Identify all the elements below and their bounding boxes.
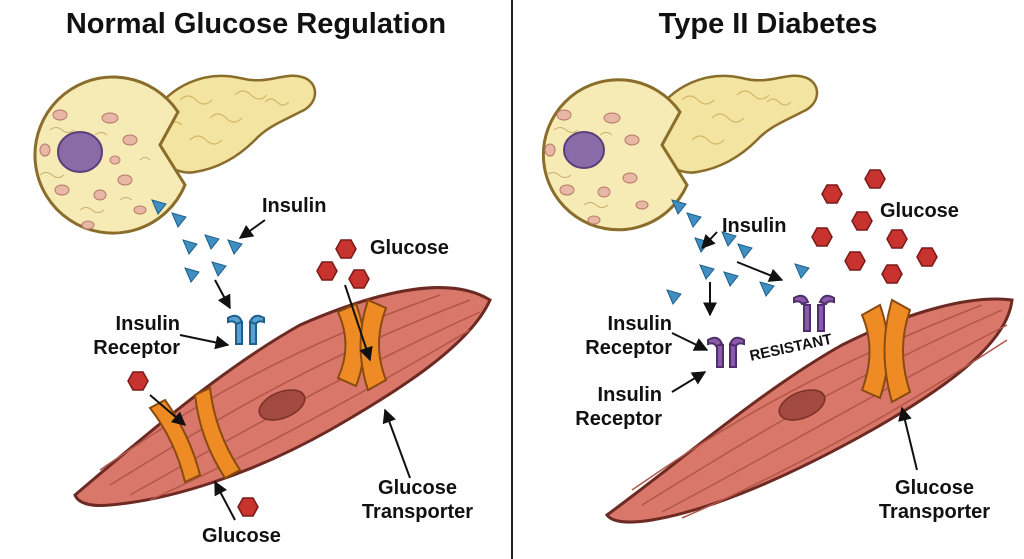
- pancreas-tail: [148, 74, 317, 174]
- normal-regulation-panel: Normal Glucose Regulation: [33, 8, 492, 547]
- glucose-label: Glucose: [880, 200, 959, 222]
- cell-organelles: [39, 109, 147, 230]
- glucose-molecules: [811, 169, 938, 284]
- type2-diabetes-panel: Type II Diabetes: [512, 0, 1024, 559]
- insulin-receptor-label-2: Insulin Receptor: [532, 383, 662, 431]
- pancreas-tail: [650, 74, 819, 174]
- pancreatic-cell: [541, 78, 689, 232]
- muscle-nucleus: [258, 389, 306, 421]
- normal-panel-title: Normal Glucose Regulation: [65, 8, 447, 40]
- insulin-molecules: [151, 199, 243, 283]
- glucose-transporter-lower: [148, 386, 242, 484]
- pancreatic-cell: [33, 75, 187, 235]
- diabetes-illustration: [541, 74, 1014, 524]
- insulin-label: Insulin: [722, 215, 787, 237]
- insulin-receptor-label-1-line2: Receptor: [585, 337, 672, 359]
- glucose-transporter-label: Glucose Transporter: [862, 476, 1007, 524]
- panel-divider: [511, 0, 513, 559]
- glucose-transporter-label-line1: Glucose: [378, 477, 457, 499]
- insulin-receptor-label-line2: Receptor: [93, 337, 180, 359]
- glucose-transporter-label-line2: Transporter: [361, 501, 474, 523]
- pancreas-texture: [169, 90, 290, 145]
- glucose-transporter-label: Glucose Transporter: [345, 476, 490, 524]
- muscle-nucleus: [778, 389, 826, 421]
- insulin-receptor-label-2-line2: Receptor: [575, 408, 662, 430]
- cell-organelles: [544, 109, 649, 225]
- insulin-receptor-label-1: Insulin Receptor: [542, 312, 672, 360]
- insulin-receptor: [227, 314, 265, 345]
- insulin-receptor-resistant-2: [793, 294, 835, 332]
- cell-texture: [39, 127, 151, 213]
- insulin-receptor-label-2-line1: Insulin: [597, 384, 662, 406]
- insulin-molecules: [666, 199, 810, 305]
- cell-nucleus: [563, 131, 605, 169]
- arrows: [671, 231, 918, 471]
- cell-texture: [546, 127, 613, 208]
- glucose-transporter-label-line2: Transporter: [878, 501, 991, 523]
- diabetes-panel-title: Type II Diabetes: [658, 8, 878, 40]
- pancreas-texture: [681, 90, 792, 145]
- insulin-receptor-label-1-line1: Insulin: [607, 313, 672, 335]
- insulin-label: Insulin: [262, 195, 327, 217]
- cell-nucleus: [57, 131, 103, 173]
- glucose-top-label: Glucose: [370, 237, 449, 259]
- glucose-transporter-label-line1: Glucose: [895, 477, 974, 499]
- glucose-transporter: [860, 298, 912, 404]
- insulin-receptor-label-line1: Insulin: [115, 313, 180, 335]
- insulin-receptor-resistant-1: [707, 336, 745, 368]
- insulin-receptor-label: Insulin Receptor: [60, 312, 180, 360]
- normal-illustration: [33, 74, 492, 521]
- glucose-bottom-label: Glucose: [202, 525, 281, 547]
- glucose-molecules: [127, 239, 370, 517]
- arrows: [149, 219, 411, 521]
